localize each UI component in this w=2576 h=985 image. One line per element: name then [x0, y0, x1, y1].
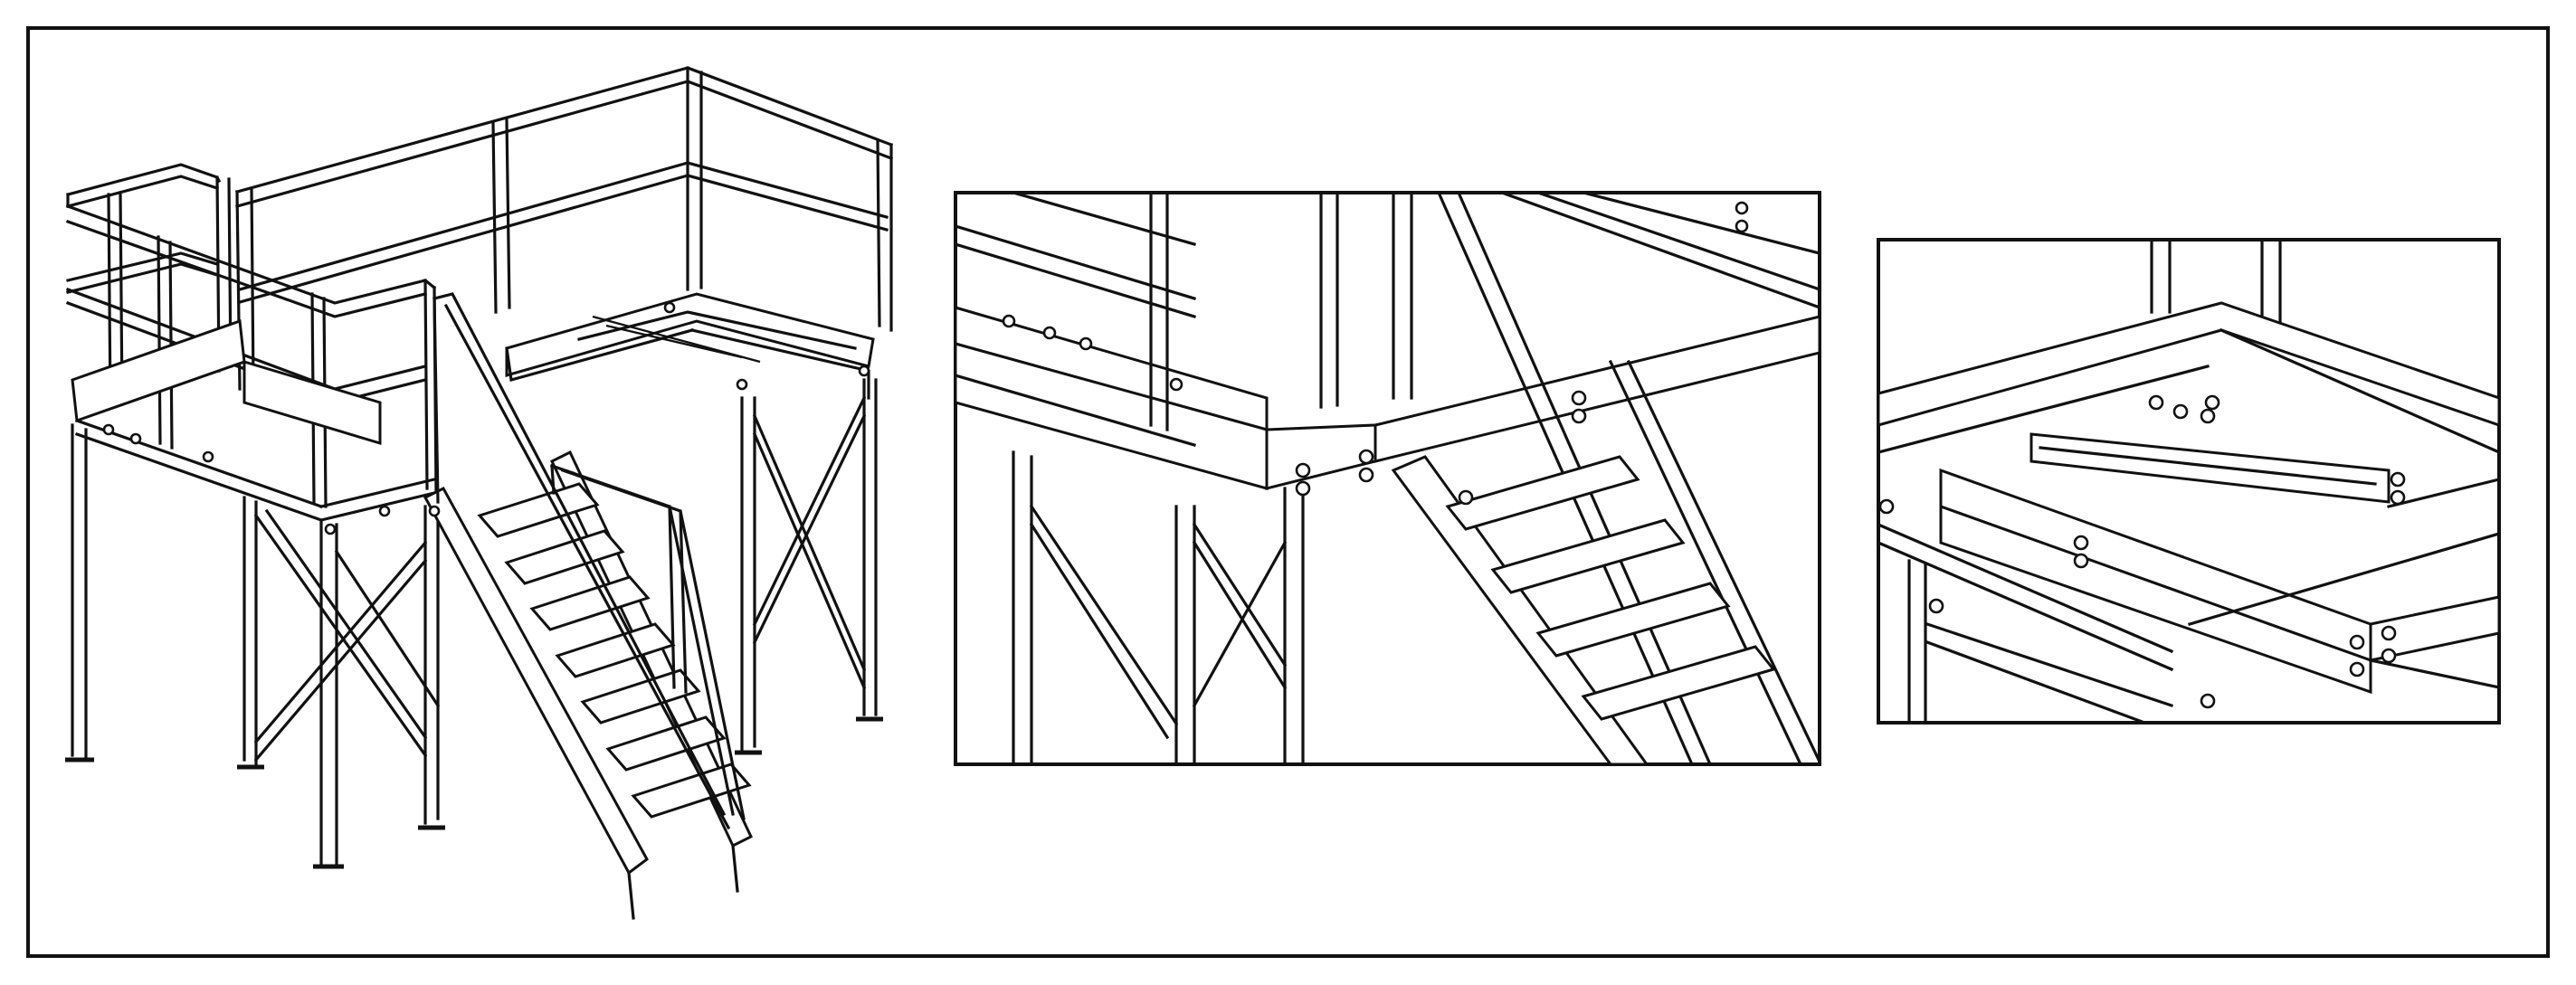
platform-bolts — [102, 301, 870, 535]
overall-isometric-view — [65, 66, 894, 920]
drawing-border — [26, 26, 2550, 958]
brace-connection-detail — [1876, 238, 2502, 725]
stair-landing-detail — [954, 190, 1822, 767]
stair-stringers — [423, 450, 753, 920]
stair-handrails — [433, 292, 746, 830]
platform-deck — [71, 292, 875, 523]
cross-bracing — [253, 395, 867, 762]
platform-legs — [65, 378, 883, 869]
back-guardrail — [235, 66, 894, 391]
